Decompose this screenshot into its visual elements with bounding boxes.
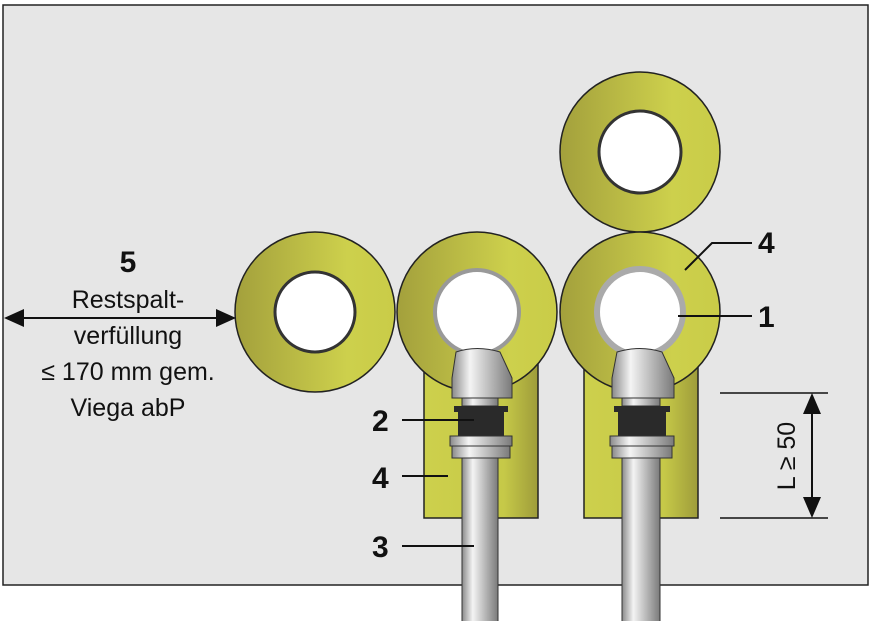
- insulation-ring-right: [559, 231, 721, 393]
- length-dimension-label: L ≥ 50: [773, 422, 801, 490]
- gap-note-line2: verfüllung: [74, 322, 182, 350]
- pipe-fitting-left: [449, 348, 513, 621]
- insulation-ring-top: [559, 71, 721, 233]
- gap-dimension-arrow: [4, 309, 236, 327]
- gap-note-line3: ≤ 170 mm gem.: [41, 358, 215, 386]
- callout-2-seal: 2: [372, 405, 389, 438]
- gap-note-line1: Restspalt-: [72, 286, 185, 314]
- callout-5: 5: [120, 246, 137, 279]
- pipe-fitting-right: [609, 348, 675, 621]
- callout-1-pipe: 1: [758, 301, 775, 334]
- insulation-ring-far-left: [234, 231, 396, 393]
- gap-note-line4: Viega abP: [71, 394, 186, 422]
- leader-lines: [402, 242, 752, 547]
- callout-3-pipe-line: 3: [372, 531, 389, 564]
- callout-4-insulation: 4: [758, 227, 775, 260]
- length-dimension: [720, 392, 828, 519]
- callout-4-sleeve: 4: [372, 462, 389, 495]
